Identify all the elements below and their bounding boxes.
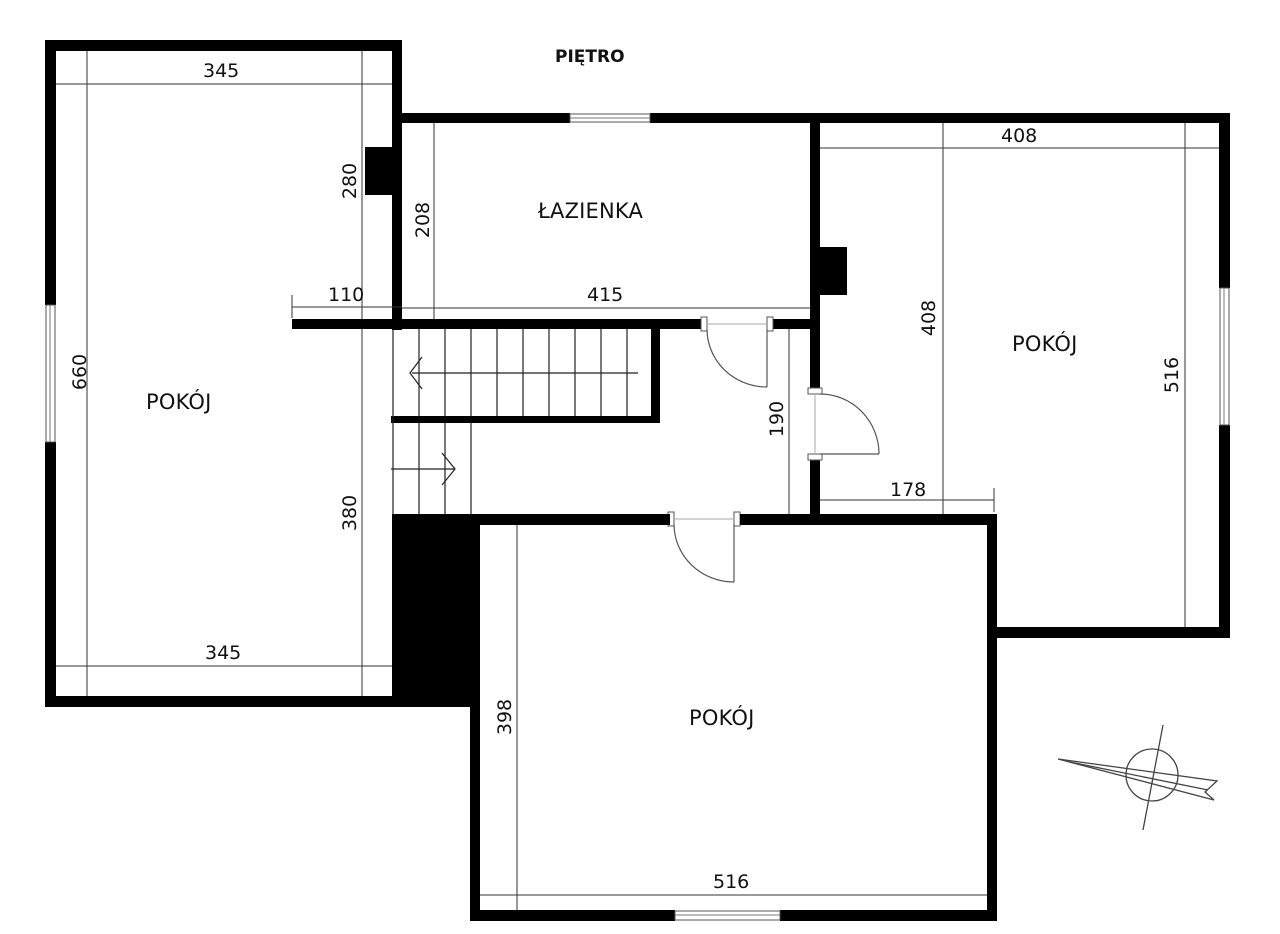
bathroom-window-icon xyxy=(569,113,651,123)
staircase-icon xyxy=(391,329,638,515)
dim-hall-190: 190 xyxy=(766,400,789,438)
dim-bottom-height: 398 xyxy=(494,698,517,736)
bottom-room-dimension-lines xyxy=(480,525,987,910)
bottom-room-door-icon xyxy=(667,511,741,583)
bottom-window-icon xyxy=(674,910,781,921)
stair-void xyxy=(392,514,472,706)
dim-left-height: 660 xyxy=(69,353,92,391)
left-room-dimension-lines xyxy=(56,51,402,696)
dim-right-408: 408 xyxy=(918,299,941,337)
chimney-right xyxy=(818,247,847,295)
page-title: PIĘTRO xyxy=(555,47,625,67)
right-room-walls xyxy=(810,113,1230,638)
bathroom-walls xyxy=(292,113,1230,329)
dim-right-height: 516 xyxy=(1161,356,1184,394)
dim-right-178: 178 xyxy=(890,479,927,501)
room-label-right: POKÓJ xyxy=(1012,332,1078,356)
dim-left-380: 380 xyxy=(339,494,362,532)
bathroom-door-icon xyxy=(700,316,774,388)
dim-bath-width: 415 xyxy=(587,284,624,306)
dim-landing-110: 110 xyxy=(328,284,365,306)
chimney-left xyxy=(365,147,395,195)
dim-bath-height: 208 xyxy=(412,201,435,239)
room-label-left: POKÓJ xyxy=(146,390,212,414)
right-room-dimension-lines xyxy=(820,123,1219,627)
dim-left-bottom-width: 345 xyxy=(205,642,242,664)
bottom-room-walls xyxy=(470,514,997,921)
dim-right-top-width: 408 xyxy=(1001,125,1038,147)
right-window-icon xyxy=(1219,287,1230,426)
dim-left-top-width: 345 xyxy=(203,60,240,82)
room-label-bottom: POKÓJ xyxy=(689,706,755,730)
bathroom-dimension-lines xyxy=(402,123,810,319)
dim-left-280: 280 xyxy=(339,162,362,200)
north-arrow-icon xyxy=(1057,724,1219,831)
right-room-door-icon xyxy=(807,387,880,461)
left-window-icon xyxy=(45,304,56,443)
stair-walls xyxy=(391,329,660,423)
left-room-walls xyxy=(45,40,470,707)
room-label-bathroom: ŁAZIENKA xyxy=(538,199,644,223)
dim-bottom-width: 516 xyxy=(713,871,750,893)
